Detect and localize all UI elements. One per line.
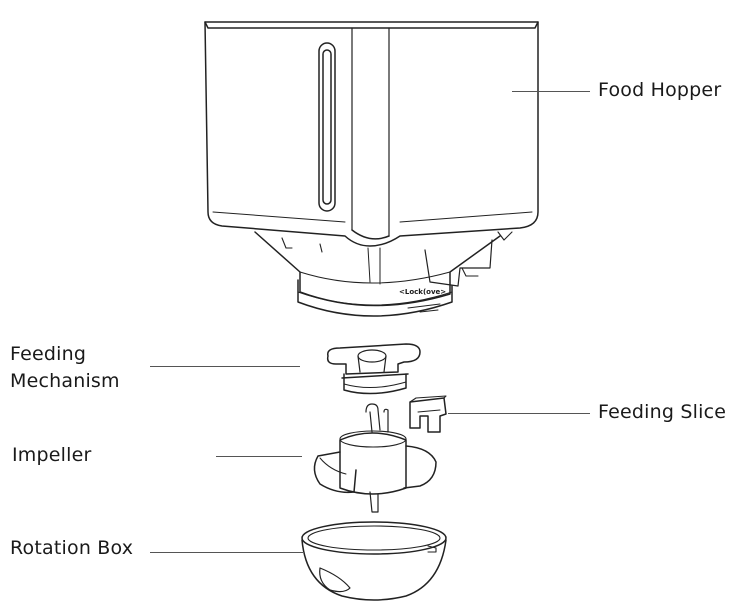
rotation-box-leader [150, 552, 304, 553]
impeller-label: Impeller [12, 444, 92, 466]
feeding-slice-leader [448, 413, 590, 414]
food-hopper-label: Food Hopper [598, 79, 722, 101]
rotation-box-part [301, 521, 447, 601]
impeller-part [313, 403, 437, 513]
feeding-slice-label: Feeding Slice [598, 401, 727, 423]
rotation-box-label: Rotation Box [10, 537, 134, 559]
food-hopper-leader [512, 91, 590, 92]
feeding-mechanism-label-line2: Mechanism [10, 370, 120, 392]
feeding-mechanism-part [326, 343, 421, 395]
food-hopper-part [204, 21, 539, 317]
hopper-lock-marking: <Lock(ove> [399, 288, 447, 296]
impeller-leader [216, 456, 302, 457]
feeding-mechanism-leader [150, 366, 300, 367]
feeding-mechanism-label-line1: Feeding [10, 343, 87, 365]
feeding-slice-part [409, 395, 447, 433]
